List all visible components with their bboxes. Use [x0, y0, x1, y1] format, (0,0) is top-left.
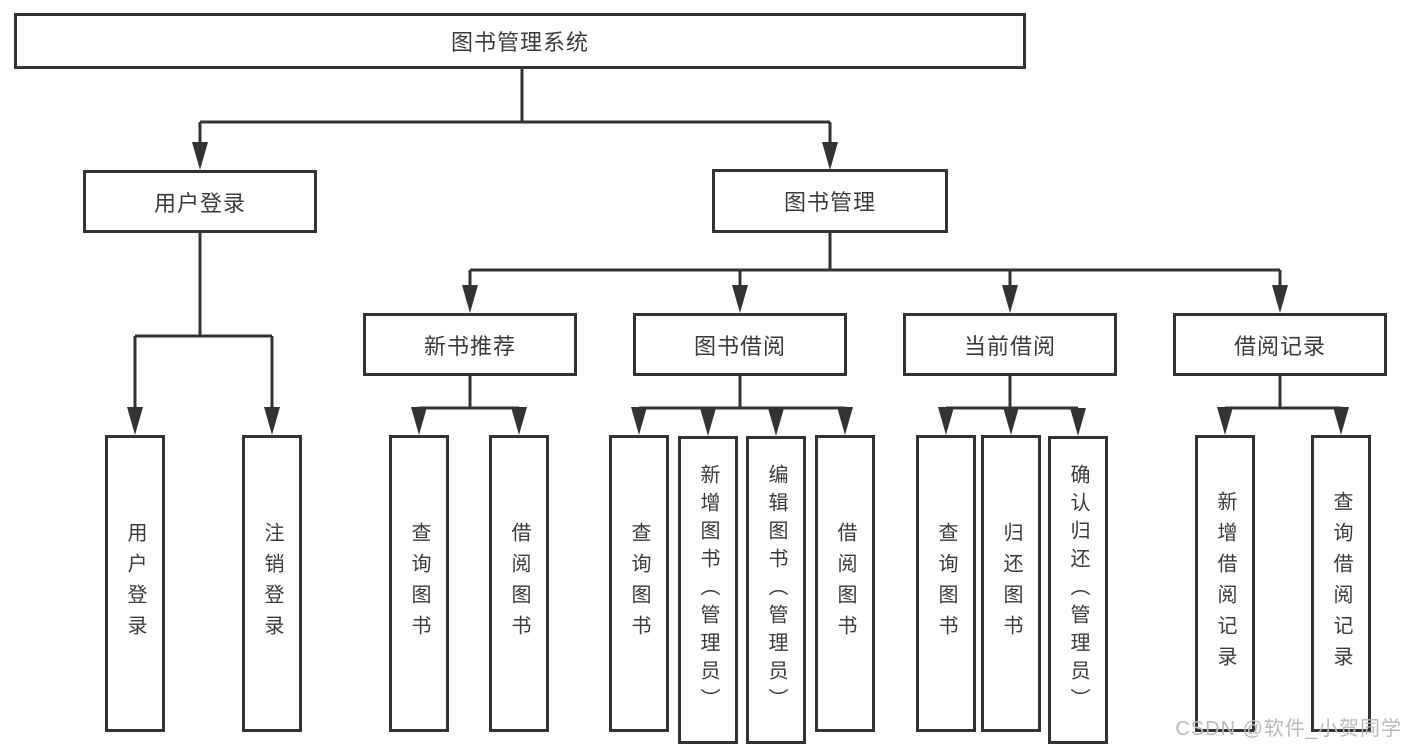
- leaf-return-book: 归还图书: [981, 435, 1041, 732]
- leaf-confirm-return-admin: 确认归还（管理员）: [1048, 436, 1108, 744]
- leaf-borrow-books-1: 借阅图书: [489, 435, 549, 732]
- leaf-query-books-1: 查询图书: [389, 435, 449, 732]
- leaf-borrow-books-2: 借阅图书: [815, 435, 875, 732]
- node-current-borrow: 当前借阅: [903, 313, 1117, 376]
- csdn-watermark: CSDN @软件_小贺同学: [1175, 718, 1402, 740]
- node-user-login: 用户登录: [83, 170, 317, 233]
- leaf-query-borrow-record: 查询借阅记录: [1311, 435, 1371, 732]
- node-borrow-records: 借阅记录: [1173, 313, 1387, 376]
- leaf-add-book-admin: 新增图书（管理员）: [678, 436, 738, 744]
- leaf-logout: 注销登录: [242, 435, 302, 732]
- leaf-query-books-2: 查询图书: [609, 435, 669, 732]
- leaf-add-borrow-record: 新增借阅记录: [1195, 435, 1255, 732]
- leaf-user-login: 用户登录: [105, 435, 165, 732]
- node-new-book-recommend: 新书推荐: [363, 313, 577, 376]
- node-root: 图书管理系统: [14, 13, 1026, 69]
- node-book-borrow: 图书借阅: [633, 313, 847, 376]
- node-book-management: 图书管理: [712, 169, 948, 233]
- leaf-edit-book-admin: 编辑图书（管理员）: [746, 436, 806, 744]
- leaf-query-books-3: 查询图书: [916, 435, 976, 732]
